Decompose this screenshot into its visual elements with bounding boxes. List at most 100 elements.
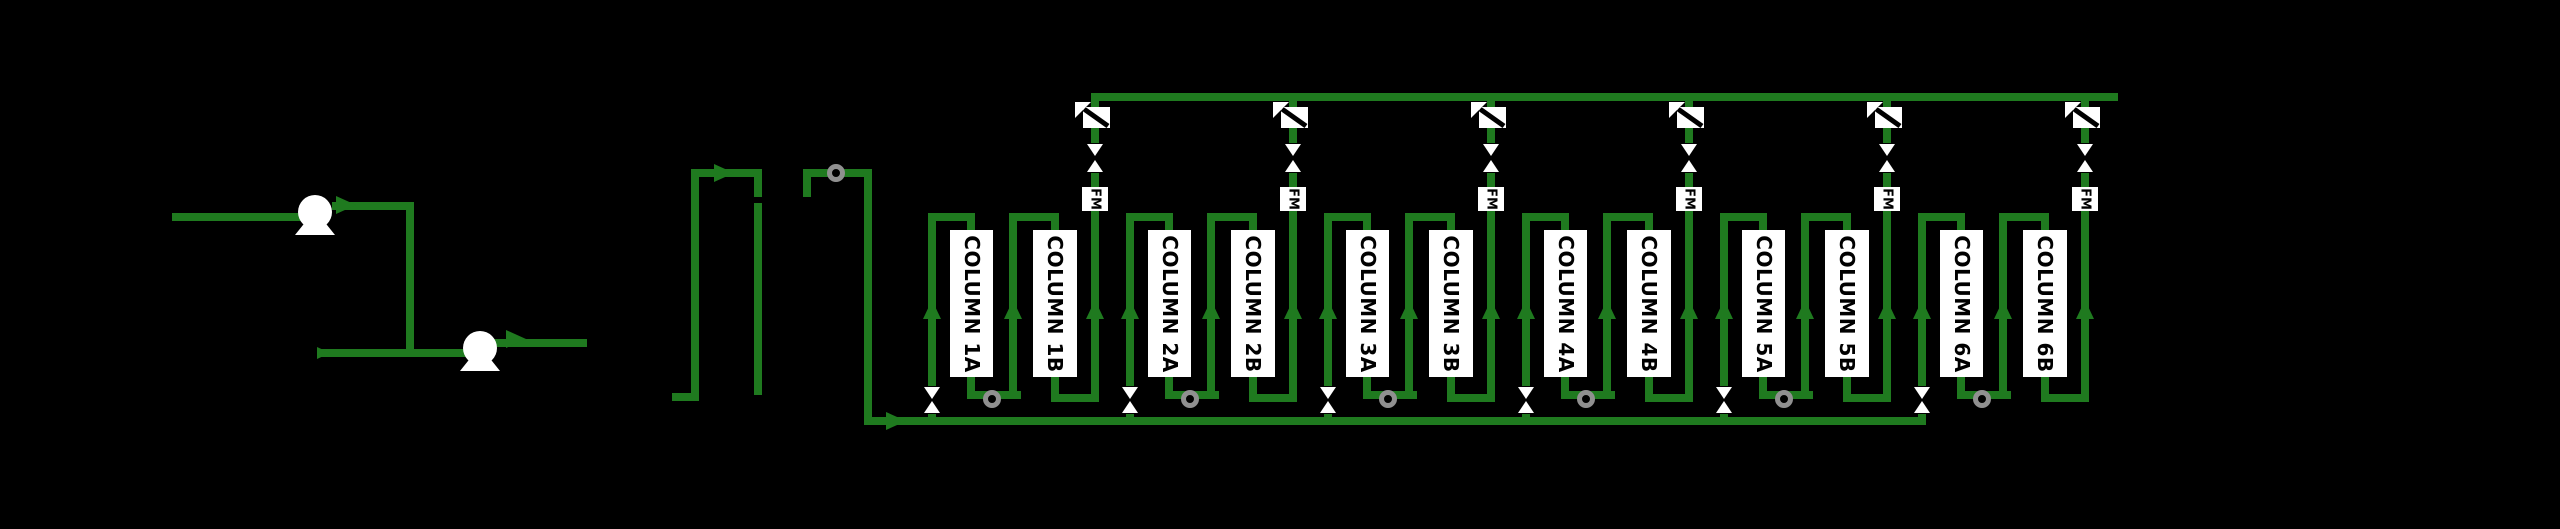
pipe-segment (1759, 213, 1767, 233)
column-label: COLUMN 4B (1637, 234, 1661, 373)
outlet-valve-icon (1086, 143, 1104, 173)
pump1-drop-pipe (406, 202, 414, 357)
flow-meter-box: FM (1874, 187, 1900, 211)
pipe-segment (2041, 213, 2049, 233)
flow-meter-box: FM (1082, 187, 1108, 211)
column-label: COLUMN 3B (1439, 234, 1463, 373)
pipe-segment (1447, 373, 1455, 402)
feed-valve-icon (1319, 386, 1337, 414)
flow-arrow-icon (1284, 300, 1302, 319)
column-vessel: COLUMN 2B (1231, 230, 1275, 377)
pipe-segment (754, 169, 762, 197)
pipe-segment (1249, 213, 1257, 233)
pipe-segment (1843, 373, 1851, 402)
valve-disc (1518, 387, 1534, 399)
valve-disc (1716, 401, 1732, 413)
column-label: COLUMN 1B (1043, 234, 1067, 373)
column-label: COLUMN 4A (1553, 234, 1578, 373)
pump-icon-2 (463, 331, 497, 365)
valve-disc (1681, 144, 1697, 156)
outlet-valve-icon (1878, 143, 1896, 173)
pipe-segment (1447, 213, 1455, 233)
valve-disc (1518, 401, 1534, 413)
valve-disc (1914, 401, 1930, 413)
feed-riser-pipe (1126, 213, 1134, 425)
top-header-pipe (1091, 93, 2118, 101)
valve-disc (1914, 387, 1930, 399)
outlet-valve-icon (1680, 143, 1698, 173)
valve-disc (2077, 160, 2093, 172)
column-label: COLUMN 1A (959, 234, 984, 373)
pipe-segment (691, 169, 699, 401)
column-label: COLUMN 5B (1835, 234, 1859, 373)
flow-arrow-icon (336, 196, 356, 214)
control-valve-icon (1471, 102, 1511, 130)
pipe-segment (1918, 213, 1965, 221)
pipe-segment (1999, 213, 2049, 221)
column-vessel: COLUMN 3B (1429, 230, 1473, 377)
pipe-segment (2041, 373, 2049, 402)
pipe-segment (1603, 213, 1653, 221)
feed-valve-icon (1517, 386, 1535, 414)
pipe-segment (1801, 213, 1851, 221)
bottom-manifold-pipe (864, 417, 1926, 425)
feed-valve-icon (1913, 386, 1931, 414)
flow-arrow-icon (1517, 300, 1535, 319)
flow-meter-label: FM (1483, 188, 1499, 210)
pipe-segment (1561, 373, 1569, 399)
valve-disc (1320, 387, 1336, 399)
flow-arrow-icon (1004, 300, 1022, 319)
flow-arrow-icon (317, 347, 330, 359)
pump-base-icon (295, 224, 335, 235)
pipe-segment (672, 393, 699, 401)
feed-riser-pipe (1918, 213, 1926, 425)
pipe-segment (1522, 213, 1569, 221)
pipe-segment (1843, 394, 1891, 402)
pipe-segment (1249, 373, 1257, 402)
pipe-segment (967, 373, 975, 399)
flow-meter-label: FM (2077, 188, 2093, 210)
pipe-segment (1051, 394, 1099, 402)
column-vessel: COLUMN 4B (1627, 230, 1671, 377)
control-valve-icon (1075, 102, 1115, 130)
pipe-segment (1561, 213, 1569, 233)
feed-valve-icon (923, 386, 941, 414)
pipe-segment (1009, 213, 1059, 221)
valve-disc (1087, 144, 1103, 156)
feed-riser-pipe (1522, 213, 1530, 425)
pipe-segment (754, 203, 762, 395)
sensor-circle-icon (1775, 390, 1793, 408)
column-label: COLUMN 3A (1355, 234, 1380, 373)
flow-arrow-icon (2076, 300, 2094, 319)
flow-arrow-icon (1086, 300, 1104, 319)
control-valve-icon (1867, 102, 1907, 130)
feed-riser-pipe (1720, 213, 1728, 425)
column-label: COLUMN 2A (1157, 234, 1182, 373)
valve-disc (1879, 144, 1895, 156)
flow-meter-label: FM (1681, 188, 1697, 210)
flow-arrow-icon (1598, 300, 1616, 319)
flow-arrow-icon (1796, 300, 1814, 319)
flow-meter-riser-pipe (2081, 101, 2089, 402)
column-vessel: COLUMN 5B (1825, 230, 1869, 377)
flow-arrow-icon (1400, 300, 1418, 319)
pipe-segment (1051, 373, 1059, 402)
feed-valve-icon (1121, 386, 1139, 414)
pump-icon-1 (298, 195, 332, 229)
pipe-segment (1447, 394, 1495, 402)
flow-arrow-icon (886, 412, 906, 430)
valve-disc (1285, 160, 1301, 172)
flow-arrow-icon (1202, 300, 1220, 319)
pump-base-icon (460, 360, 500, 371)
flow-meter-box: FM (1478, 187, 1504, 211)
pump2-suction-pipe (317, 349, 480, 357)
pipe-segment (1645, 373, 1653, 402)
flow-arrow-icon (714, 164, 734, 182)
valve-disc (1483, 144, 1499, 156)
flow-meter-riser-pipe (1289, 101, 1297, 402)
flow-arrow-icon (1482, 300, 1500, 319)
pipe-segment (1957, 373, 1965, 399)
pipe-segment (1405, 213, 1455, 221)
column-vessel: COLUMN 5A (1742, 230, 1785, 377)
feed-riser-pipe (1324, 213, 1332, 425)
